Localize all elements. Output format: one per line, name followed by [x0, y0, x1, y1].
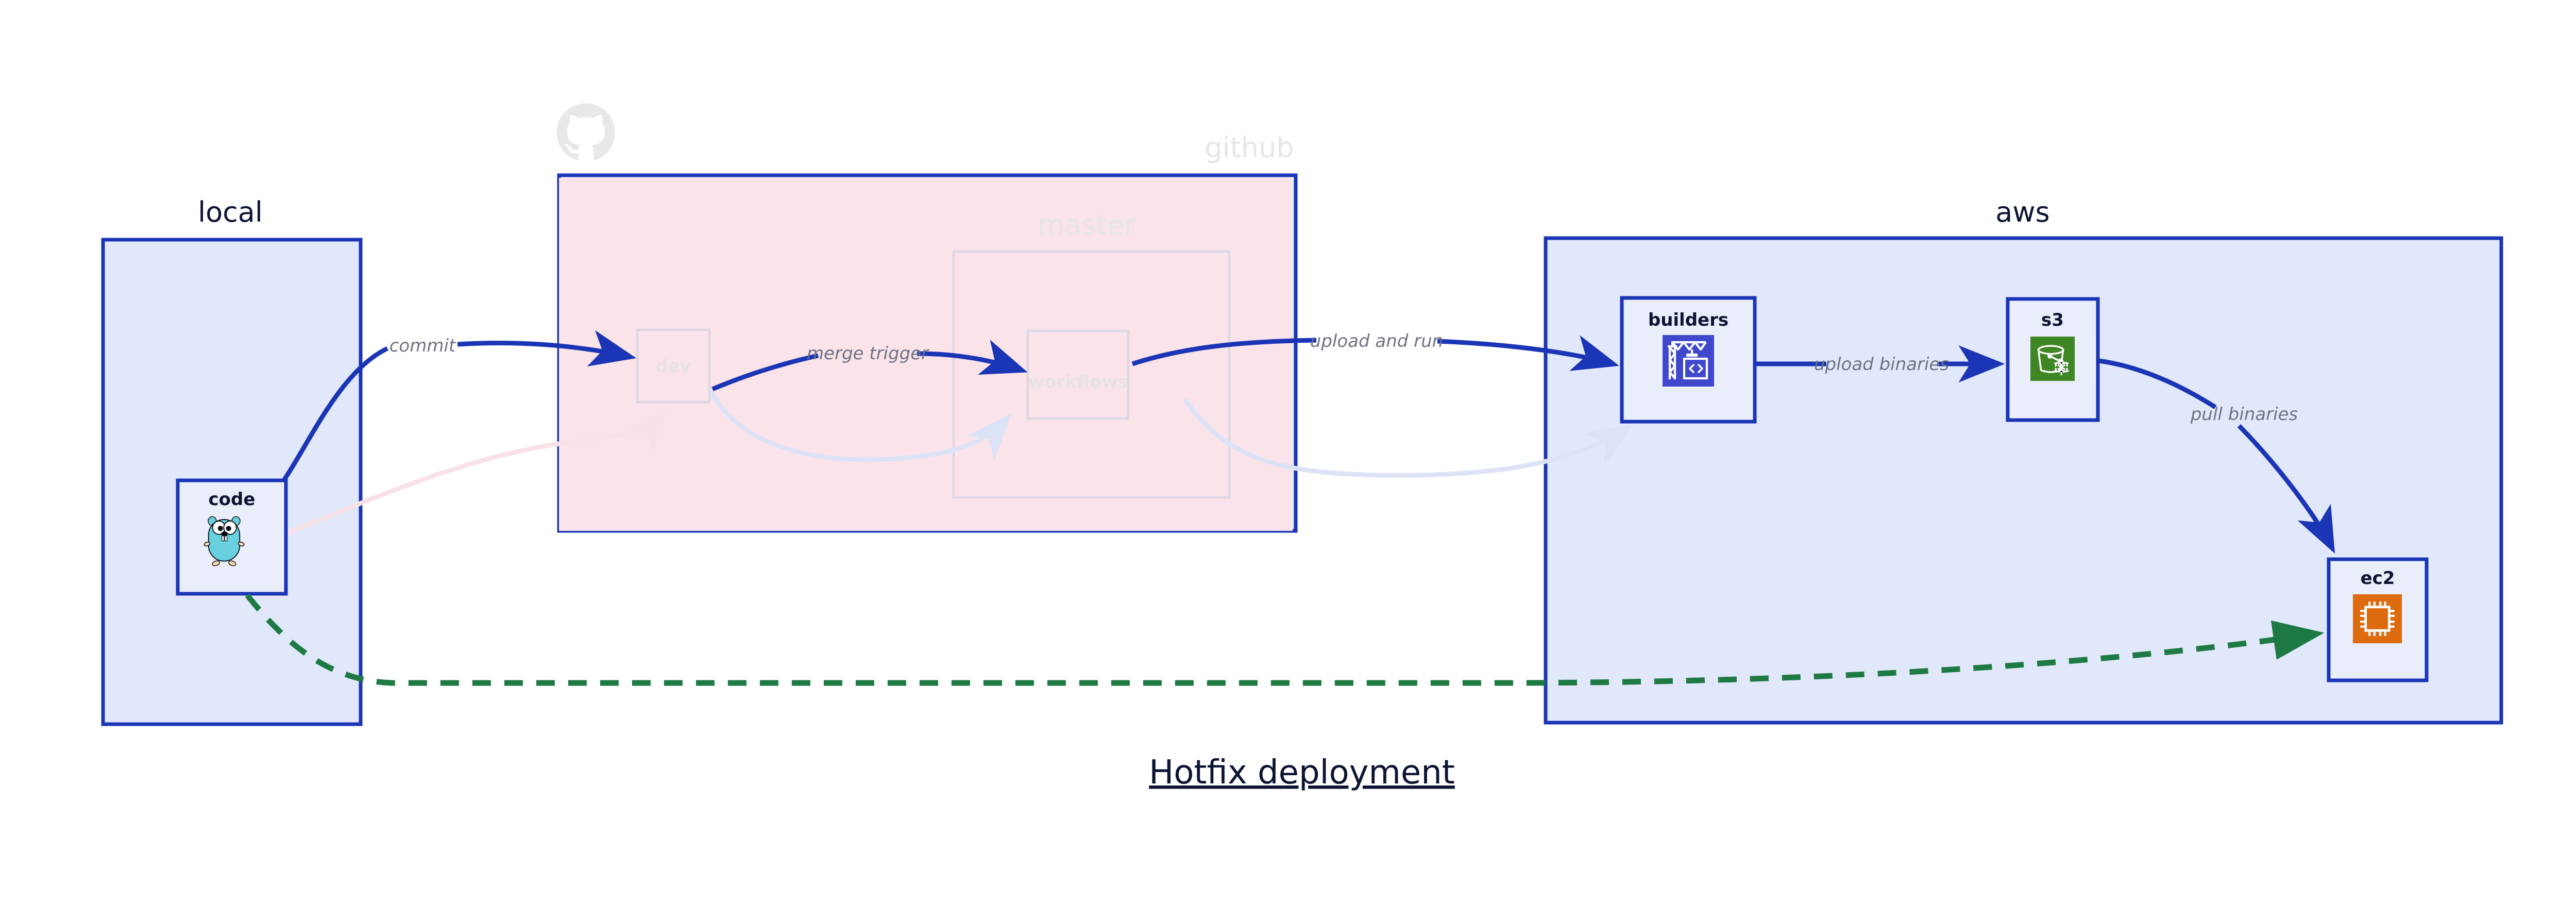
- edge-path-upload-run-head: [1131, 338, 1317, 366]
- group-label-aws: aws: [1995, 196, 2049, 228]
- edge-path-commit-tail: [457, 330, 637, 366]
- edge-path-merge-trigger-tail: [917, 339, 1028, 375]
- subgroup-box-master[interactable]: [952, 250, 1231, 499]
- page-title: Hotfix deployment: [1149, 754, 1455, 792]
- edge-label-pull-binaries: pull binaries: [2190, 404, 2298, 425]
- edge-label-upload-and-run: upload and run: [1310, 331, 1443, 352]
- node-label-code: code: [209, 489, 256, 510]
- node-label-dev: dev: [655, 356, 691, 377]
- node-label-builders: builders: [1648, 310, 1728, 330]
- group-label-github: github: [1205, 131, 1294, 164]
- edge-dim-workflows-builders: [1183, 398, 1634, 478]
- edge-path-upload-run-tail: [1437, 335, 1619, 371]
- node-box-dev[interactable]: [636, 328, 711, 404]
- node-label-ec2: ec2: [2361, 568, 2395, 589]
- aws-ec2-icon: [2353, 594, 2402, 643]
- edge-path-pull-binaries-tail: [2237, 424, 2335, 554]
- edge-path-pull-binaries-head: [2098, 358, 2217, 409]
- edge-label-merge-trigger: merge trigger: [807, 343, 929, 364]
- subgroup-label-master: master: [1038, 209, 1136, 241]
- edge-dim-code-dev: [259, 407, 669, 546]
- node-label-s3: s3: [2041, 310, 2064, 330]
- edge-label-upload-binaries: upload binaries: [1814, 354, 1949, 375]
- node-box-workflows[interactable]: [1026, 329, 1130, 420]
- aws-codebuild-icon: [1663, 335, 1714, 387]
- edge-label-commit: commit: [389, 336, 456, 356]
- github-octocat-icon: [556, 103, 615, 160]
- aws-s3-glacier-icon: [2029, 336, 2076, 382]
- edge-path-hotfix-direct: [245, 593, 2325, 686]
- edge-path-commit: [282, 346, 388, 481]
- edge-path-merge-trigger-head: [711, 353, 819, 392]
- node-label-workflows: workflows: [1028, 372, 1128, 392]
- edge-dim-dev-workflows: [709, 390, 1012, 462]
- group-label-local: local: [198, 196, 263, 228]
